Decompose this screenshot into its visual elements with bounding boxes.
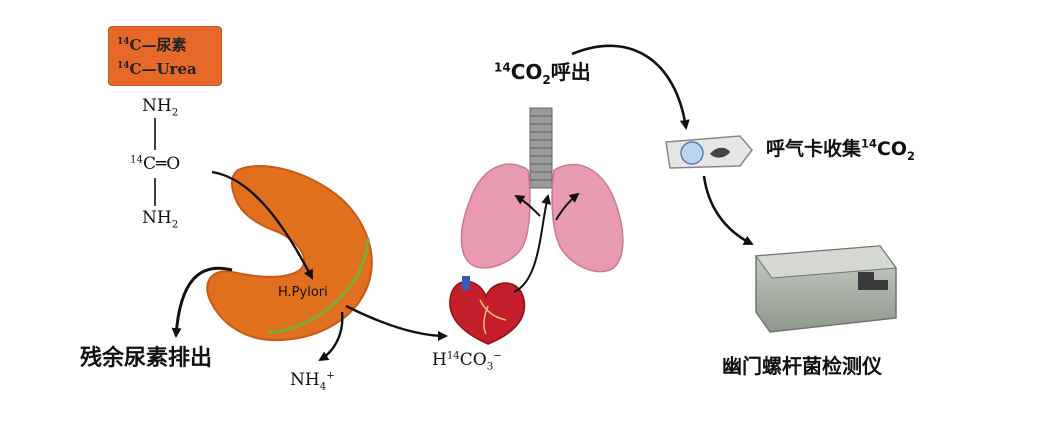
arrow-urea-to-pylori xyxy=(211,170,314,280)
heart-icon xyxy=(449,276,526,345)
arrow-card-to-detector xyxy=(702,175,754,246)
nh4-label: NH4+ xyxy=(290,370,335,393)
breath-card-label: 呼气卡收集14CO2 xyxy=(766,136,915,163)
arrow-lung-left xyxy=(514,194,541,217)
stomach-icon xyxy=(206,165,373,342)
residual-urea-label: 残余尿素排出 xyxy=(80,346,213,371)
nh2-top: NH2 xyxy=(142,96,179,119)
arrow-heart-to-lungs xyxy=(513,194,552,293)
carbonyl-carbon: 14C═O xyxy=(130,154,181,174)
lungs-icon xyxy=(460,107,624,273)
urea-label-cn: 14C—尿素 xyxy=(117,36,187,54)
bicarbonate-label: H14CO3− xyxy=(432,350,502,373)
breath-card-icon xyxy=(665,135,753,169)
co2-exhaled-label: 14CO2呼出 xyxy=(494,60,591,87)
nh2-bottom: NH2 xyxy=(142,208,179,231)
detector-device-icon xyxy=(755,245,897,333)
h-pylori-label: H.Pylori xyxy=(278,285,328,300)
arrow-lung-right xyxy=(555,192,580,221)
arrow-breath-to-card xyxy=(571,44,690,130)
detector-label: 幽门螺杆菌检测仪 xyxy=(722,354,882,378)
urea-label-en: 14C—Urea xyxy=(117,60,197,78)
arrow-residual-out xyxy=(171,266,233,338)
arrow-to-nh4 xyxy=(318,311,344,362)
urea-label-box: 14C—尿素 14C—Urea xyxy=(108,26,222,86)
arrow-to-heart xyxy=(345,304,448,341)
